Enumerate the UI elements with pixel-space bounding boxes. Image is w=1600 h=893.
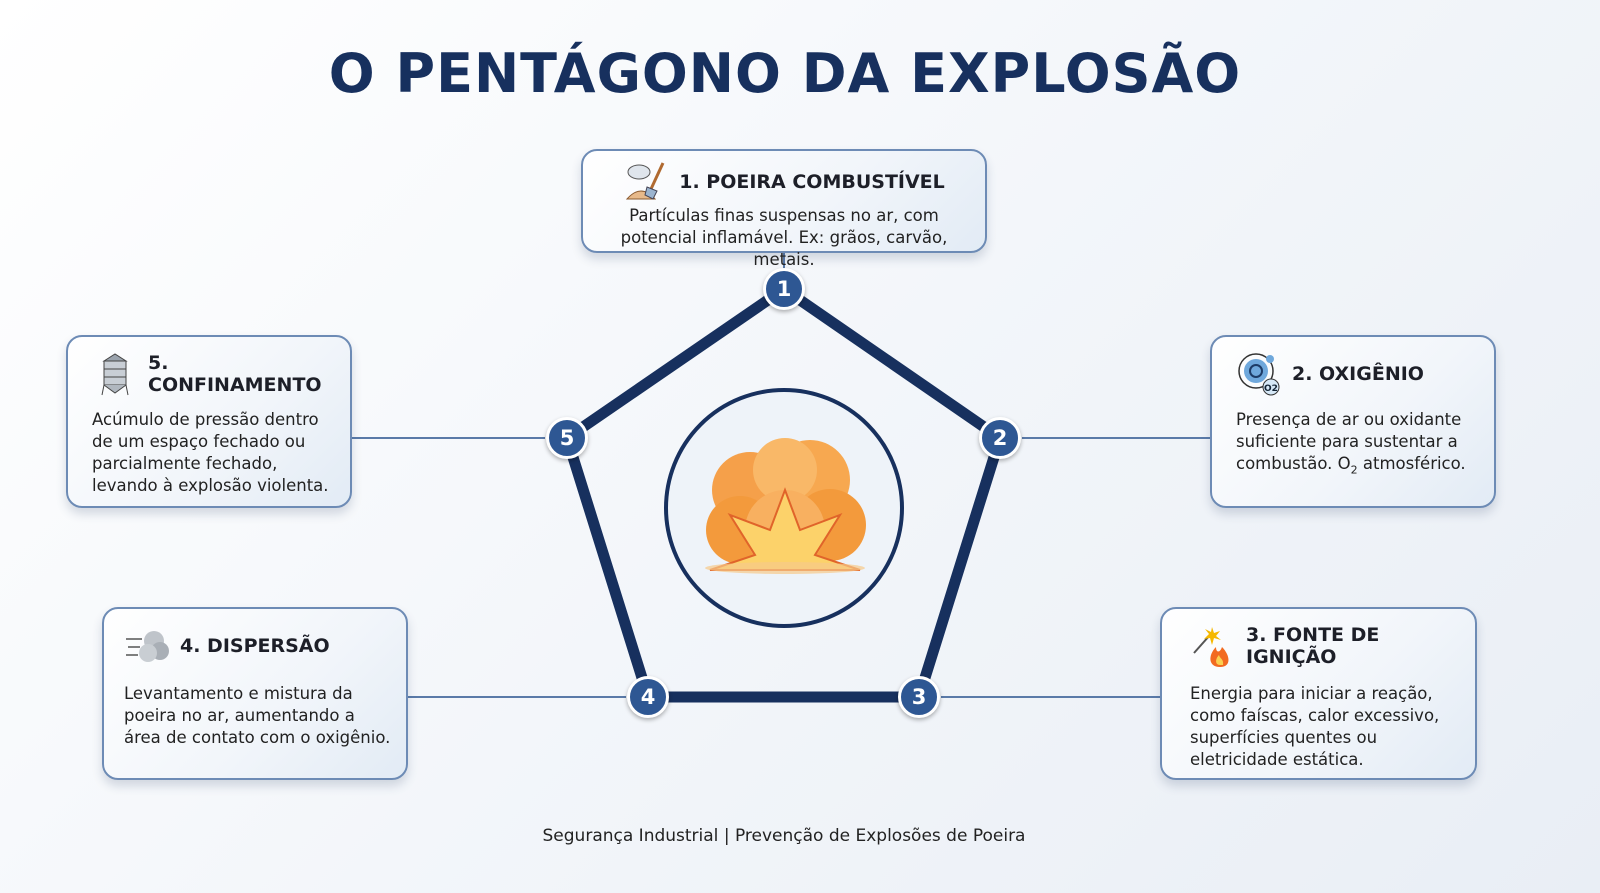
card-title: 5. CONFINAMENTO <box>148 352 322 396</box>
dust-shovel-icon <box>626 162 665 200</box>
badge-2: 2 <box>979 417 1021 459</box>
footer-caption: Segurança Industrial | Prevenção de Expl… <box>542 826 1026 846</box>
card-confinement: 5. CONFINAMENTO Acúmulo de pressão dentr… <box>66 335 352 508</box>
card-dispersion: 4. DISPERSÃO Levantamento e mistura da p… <box>102 607 408 780</box>
card-title: 3. FONTE DE IGNIÇÃO <box>1246 624 1380 668</box>
card-text: Levantamento e mistura da poeira no ar, … <box>124 684 391 747</box>
pentagon-outline <box>561 283 1006 703</box>
silo-icon <box>101 353 129 396</box>
badge-1: 1 <box>763 268 805 310</box>
explosion-icon <box>705 438 866 574</box>
card-combustible-dust: 1. POEIRA COMBUSTÍVEL Partículas finas s… <box>581 149 987 269</box>
card-title: 4. DISPERSÃO <box>180 635 330 657</box>
badge-5: 5 <box>546 417 588 459</box>
subscript: 2 <box>1350 463 1358 477</box>
card-title: 2. OXIGÊNIO <box>1292 363 1424 385</box>
card-text: Acúmulo de pressão dentro de um espaço f… <box>92 410 329 495</box>
card-text: Partículas finas suspensas no ar, com po… <box>620 206 948 269</box>
card-oxygen: O2 2. OXIGÊNIO Presença de ar ou oxidant… <box>1210 335 1496 508</box>
connector-lines <box>351 252 1210 698</box>
oxygen-molecule-icon: O2 <box>1238 353 1280 396</box>
text-part: atmosférico. <box>1357 454 1466 473</box>
badge-4: 4 <box>627 676 669 718</box>
card-text: Energia para iniciar a reação, como faís… <box>1190 684 1440 769</box>
badge-3: 3 <box>898 676 940 718</box>
card-text: Presença de ar ou oxidante suficiente pa… <box>1236 409 1474 481</box>
page-title: O PENTÁGONO DA EXPLOSÃO <box>328 42 1242 105</box>
spark-flame-icon <box>1193 627 1229 667</box>
card-ignition-source: 3. FONTE DE IGNIÇÃO Energia para iniciar… <box>1160 607 1477 780</box>
card-title: 1. POEIRA COMBUSTÍVEL <box>679 171 945 193</box>
dust-cloud-icon <box>126 631 169 662</box>
text-part: Presença de ar ou oxidante suficiente pa… <box>1236 410 1462 473</box>
svg-text:O2: O2 <box>1264 384 1278 394</box>
